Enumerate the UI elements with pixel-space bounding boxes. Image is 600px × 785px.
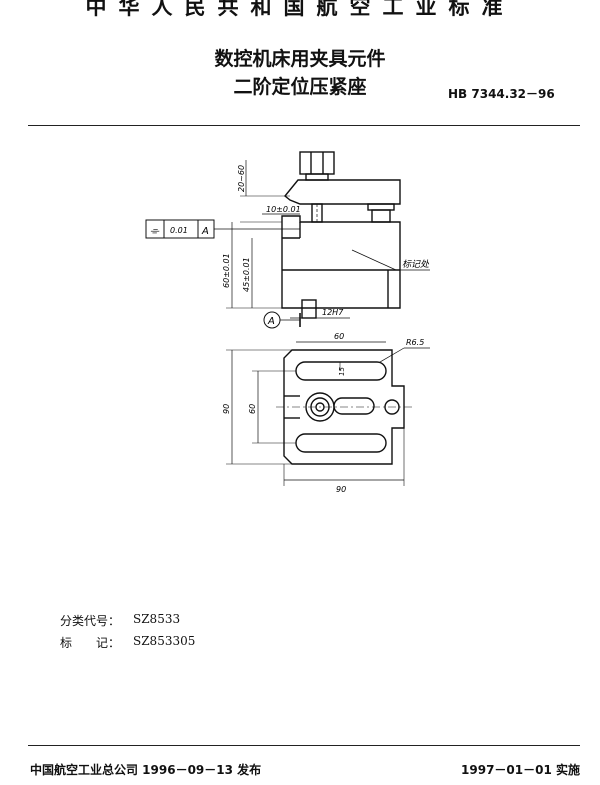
material-note: 标记处 <box>402 259 430 270</box>
header-rule <box>28 125 580 126</box>
document-title-line2: 二阶定位压紧座 <box>233 76 367 98</box>
datum-label: A <box>267 316 275 327</box>
dim-slot: 12H7 <box>322 308 344 317</box>
marking-code: SZ853305 <box>133 634 196 648</box>
footer-rule <box>28 745 580 746</box>
dim-top-height: 20~60 <box>237 165 246 192</box>
technical-drawing: 20~60 10±0.01 ⌯ 0.01 A 60±0.01 45±0.01 标… <box>145 151 430 494</box>
issued-date: 中国航空工业总公司 1996－09－13 发布 <box>30 763 262 777</box>
tolerance-value: 0.01 <box>170 226 188 235</box>
dim-step-width: 10±0.01 <box>266 205 301 214</box>
tolerance-datum: A <box>201 226 209 237</box>
document-code: HB 7344.32－96 <box>448 87 555 101</box>
tolerance-symbol: ⌯ <box>150 224 160 237</box>
dim-inner-height: 45±0.01 <box>242 257 251 292</box>
dim-radius: R6.5 <box>406 338 424 347</box>
dim-plan-bottom: 90 <box>336 485 346 494</box>
dim-left-height: 60±0.01 <box>222 253 231 288</box>
plan-outline <box>283 349 405 465</box>
dim-plan-width: 60 <box>334 332 344 341</box>
effective-date: 1997－01－01 实施 <box>461 763 580 777</box>
classification-label-1: 分类代号： <box>60 614 121 628</box>
classification-label-2: 标 记： <box>60 636 121 650</box>
document-title-line1: 数控机床用夹具元件 <box>214 48 386 70</box>
dim-plan-height-outer: 90 <box>222 404 231 414</box>
dim-plan-height-inner: 60 <box>248 404 257 414</box>
dim-slot-offset: 15 <box>338 367 346 376</box>
standard-header: 中华人民共和国航空工业标准 <box>85 0 515 19</box>
plan-slot-bottom <box>295 433 387 453</box>
classification-code: SZ8533 <box>133 612 181 626</box>
clamp-arm <box>284 179 401 205</box>
nut-shape <box>299 151 335 175</box>
